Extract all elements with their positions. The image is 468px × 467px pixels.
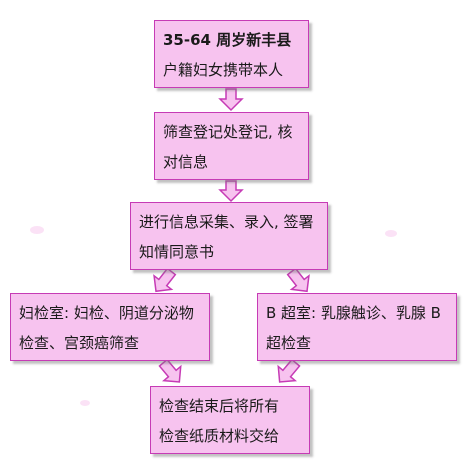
node-submit-materials: 检查结束后将所有 检查纸质材料交给 xyxy=(150,386,310,454)
node-text-line: 对信息 xyxy=(163,153,209,171)
node-text-line: 检查、宫颈癌筛查 xyxy=(19,334,140,352)
node-text-line: 检查结束后将所有 xyxy=(159,397,280,415)
node-ultrasound-room: B 超室: 乳腺触诊、乳腺 B 超检查 xyxy=(257,293,457,361)
arrow-n2-n3 xyxy=(218,180,244,203)
node-text-line: 知情同意书 xyxy=(139,243,215,261)
node-info-collection: 进行信息采集、录入, 签署 知情同意书 xyxy=(130,202,328,270)
node-text-line: B 超室: 乳腺触诊、乳腺 B xyxy=(266,304,441,322)
decor-speck xyxy=(30,226,44,234)
node-screening-registration: 筛查登记处登记, 核 对信息 xyxy=(154,112,309,180)
node-gynecology-room: 妇检室: 妇检、阴道分泌物 检查、宫颈癌筛查 xyxy=(10,293,210,361)
decor-speck xyxy=(80,400,90,406)
node-text-line: 进行信息采集、录入, 签署 xyxy=(139,213,314,231)
node-text-line: 检查纸质材料交给 xyxy=(159,427,280,445)
node-text-line: 妇检室: 妇检、阴道分泌物 xyxy=(19,304,194,322)
arrow-n5-n6 xyxy=(277,358,301,383)
node-registration-eligibility: 35-64 周岁新丰县 户籍妇女携带本人 xyxy=(154,20,309,88)
arrow-n1-n2 xyxy=(218,88,244,112)
arrow-n3-n4 xyxy=(153,267,177,293)
node-text-line: 超检查 xyxy=(266,334,312,352)
decor-speck xyxy=(385,230,397,237)
arrow-n3-n5 xyxy=(286,267,310,293)
arrow-n4-n6 xyxy=(158,358,182,383)
node-text-line: 户籍妇女携带本人 xyxy=(163,61,284,79)
node-text-line: 35-64 周岁新丰县 xyxy=(163,31,292,49)
node-text-line: 筛查登记处登记, 核 xyxy=(163,123,293,141)
